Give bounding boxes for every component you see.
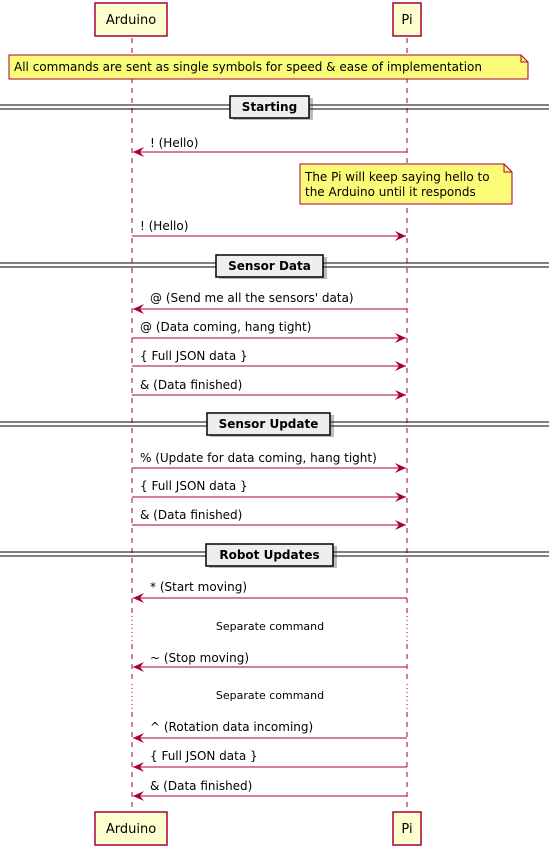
message-full-json: { Full JSON data } — [132, 479, 406, 502]
message-label: { Full JSON data } — [140, 349, 248, 363]
message-label: ~ (Stop moving) — [150, 651, 249, 665]
participant-pi-label: Pi — [401, 822, 412, 837]
participant-arduino-label: Arduino — [106, 13, 156, 28]
message-full-json: { Full JSON data } — [132, 349, 406, 371]
participant-arduino-label: Arduino — [106, 822, 156, 837]
message-label: % (Update for data coming, hang tight) — [140, 451, 377, 465]
message-label: { Full JSON data } — [150, 749, 258, 763]
participant-pi-bottom: Pi — [392, 811, 422, 846]
participant-pi-label: Pi — [401, 13, 412, 28]
lifelines — [131, 38, 408, 812]
section-starting: Starting — [0, 95, 549, 120]
message-label: & (Data finished) — [140, 508, 242, 522]
message-start-moving: * (Start moving) — [133, 580, 407, 603]
section-sensor-data-label: Sensor Data — [228, 259, 311, 273]
message-data-finished: & (Data finished) — [133, 779, 407, 801]
message-label: ! (Hello) — [150, 136, 198, 150]
message-label: ^ (Rotation data incoming) — [150, 720, 313, 734]
message-rotation-incoming: ^ (Rotation data incoming) — [133, 720, 407, 743]
section-starting-label: Starting — [242, 100, 297, 114]
message-full-json: { Full JSON data } — [133, 749, 407, 772]
message-label: & (Data finished) — [150, 779, 252, 793]
note-pi-line1: The Pi will keep saying hello to — [304, 170, 490, 184]
section-robot-updates-label: Robot Updates — [219, 548, 319, 562]
message-hello-from-arduino: ! (Hello) — [132, 219, 406, 241]
message-label: { Full JSON data } — [140, 479, 248, 493]
section-sensor-update-label: Sensor Update — [219, 417, 319, 431]
message-label: ! (Hello) — [140, 219, 188, 233]
message-update-coming: % (Update for data coming, hang tight) — [132, 451, 406, 473]
participant-arduino-top: Arduino — [94, 2, 168, 37]
message-data-finished: & (Data finished) — [132, 378, 406, 400]
message-label: & (Data finished) — [140, 378, 242, 392]
note-top: All commands are sent as single symbols … — [8, 54, 529, 80]
participant-arduino-bottom: Arduino — [94, 811, 168, 846]
note-pi: The Pi will keep saying hello to the Ard… — [299, 163, 513, 205]
message-stop-moving: ~ (Stop moving) — [133, 651, 407, 672]
note-pi-line2: the Arduino until it responds — [305, 185, 476, 199]
message-label: @ (Data coming, hang tight) — [140, 320, 311, 334]
message-data-coming: @ (Data coming, hang tight) — [132, 320, 406, 343]
message-label: * (Start moving) — [150, 580, 247, 594]
message-data-finished: & (Data finished) — [132, 508, 406, 530]
section-sensor-update: Sensor Update — [0, 412, 549, 437]
message-label: @ (Send me all the sensors' data) — [150, 291, 354, 305]
delay-label: Separate command — [216, 620, 324, 633]
message-send-sensor-data: @ (Send me all the sensors' data) — [133, 291, 407, 314]
participant-pi-top: Pi — [392, 2, 422, 37]
section-sensor-data: Sensor Data — [0, 254, 549, 279]
section-robot-updates: Robot Updates — [0, 543, 549, 568]
delay-label: Separate command — [216, 689, 324, 702]
message-hello-from-pi: ! (Hello) — [133, 136, 407, 157]
note-top-text: All commands are sent as single symbols … — [14, 60, 482, 74]
